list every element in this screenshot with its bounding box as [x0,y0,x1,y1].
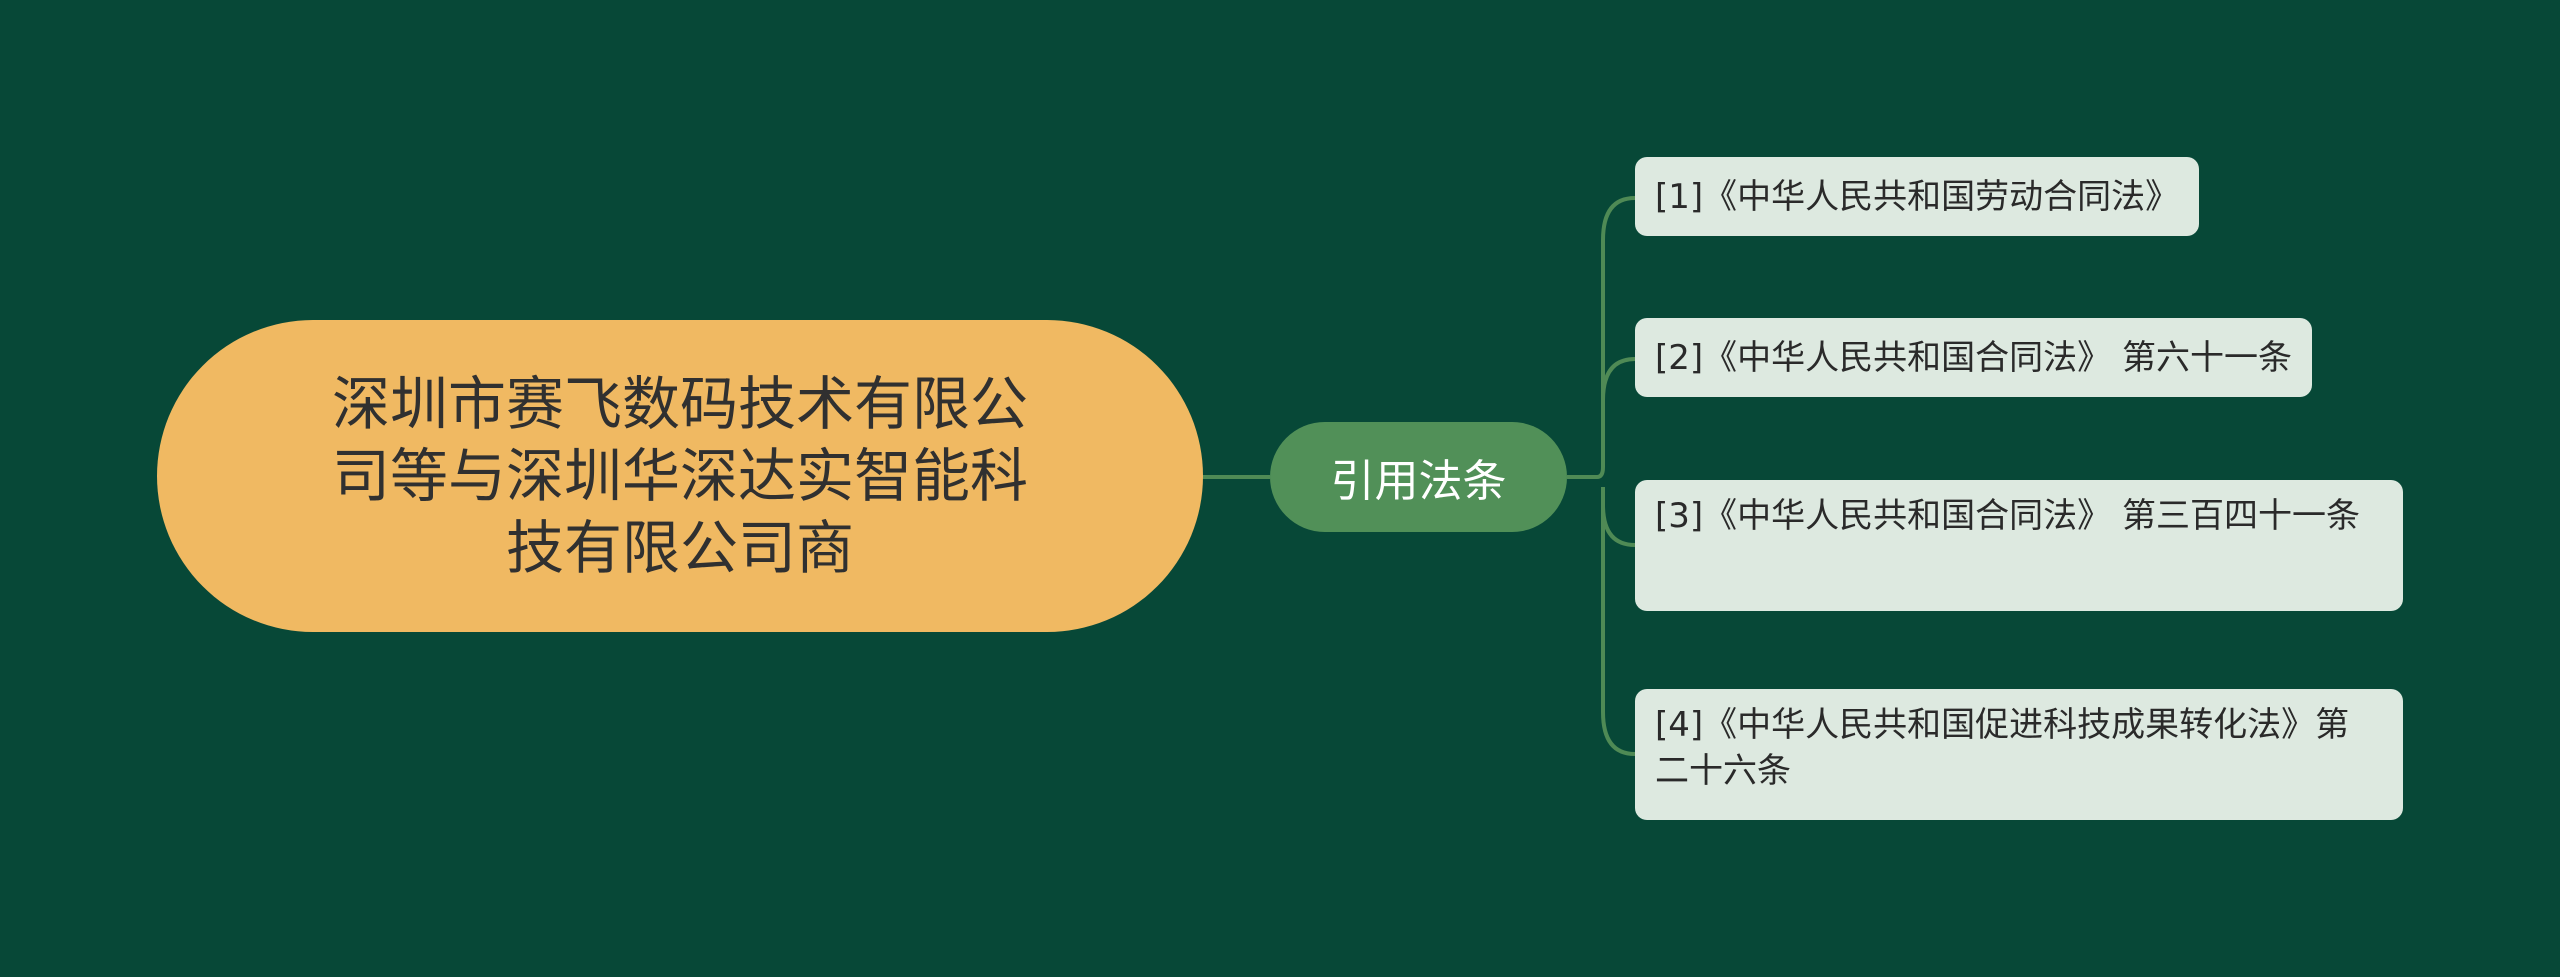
root-topic[interactable]: 深圳市赛飞数码技术有限公司等与深圳华深达实智能科技有限公司商 [157,320,1203,632]
leaf-topic-4[interactable]: [4]《中华人民共和国促进科技成果转化法》第二十六条 [1635,689,2403,820]
leaf-topic-3[interactable]: [3]《中华人民共和国合同法》 第三百四十一条 [1635,480,2403,611]
branch-topic-label: 引用法条 [1330,456,1507,507]
leaf-topic-1[interactable]: [1]《中华人民共和国劳动合同法》 [1635,157,2200,236]
root-topic-text: 深圳市赛飞数码技术有限公司等与深圳华深达实智能科技有限公司商 [331,370,1028,582]
leaf-topic-2[interactable]: [2]《中华人民共和国合同法》 第六十一条 [1635,318,2312,397]
branch-topic-cited-laws[interactable]: 引用法条 [1270,422,1567,532]
connector-branch-to-leaf-4 [1601,487,1636,756]
connector-branch-to-leaf-1 [1567,196,1636,479]
connector-branch-to-leaf-2 [1601,357,1636,467]
connector-branch-to-leaf-3 [1601,487,1636,547]
